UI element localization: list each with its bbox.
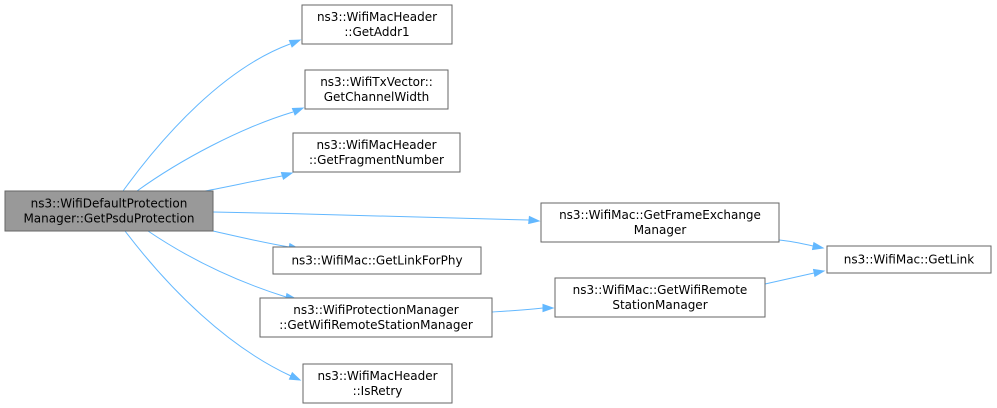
edge-line <box>212 211 530 221</box>
node-getlinkforphy[interactable]: ns3::WifiMac::GetLinkForPhy <box>272 246 482 275</box>
node-label-line: ns3::WifiMac::GetWifiRemote <box>573 283 748 297</box>
node-isretry[interactable]: ns3::WifiMacHeader::IsRetry <box>302 363 453 404</box>
node-label-line: ns3::WifiMacHeader <box>317 369 437 383</box>
edge-line <box>491 307 544 313</box>
edge-arrowhead <box>812 268 826 278</box>
edge-arrowhead <box>288 39 302 48</box>
edge-line <box>136 111 294 192</box>
edge-root-to-getchannelwidth <box>136 107 305 192</box>
node-label-line: ns3::WifiDefaultProtection <box>31 197 188 211</box>
node-box <box>826 245 992 274</box>
node-label-line: ::GetFragmentNumber <box>309 153 444 167</box>
edge-line <box>204 175 283 192</box>
node-label-line: Manager <box>634 223 687 237</box>
edges-layer <box>122 39 826 381</box>
edge-root-to-getframeexchangemanager <box>212 211 541 225</box>
node-box <box>292 132 461 173</box>
node-label-line: ::GetAddr1 <box>344 25 409 39</box>
node-label-line: ns3::WifiMacHeader <box>316 138 436 152</box>
edge-root-to-isretry <box>124 230 302 381</box>
node-box <box>4 190 214 232</box>
edge-line <box>124 230 292 377</box>
node-getchannelwidth[interactable]: ns3::WifiTxVector::GetChannelWidth <box>304 69 449 110</box>
node-box <box>540 202 780 243</box>
node-label-line: ns3::WifiMac::GetLink <box>844 253 974 267</box>
edge-arrowhead <box>542 303 555 313</box>
node-getwifiremotestationmanager-mac[interactable]: ns3::WifiMac::GetWifiRemoteStationManage… <box>554 277 766 318</box>
node-label-line: ns3::WifiMac::GetFrameExchange <box>559 208 761 222</box>
node-box <box>301 4 453 45</box>
node-box <box>304 69 449 110</box>
node-label-line: ns3::WifiTxVector:: <box>320 75 433 89</box>
node-label-line: Manager::GetPsduProtection <box>23 212 194 226</box>
node-box <box>302 363 453 404</box>
edge-line <box>778 239 814 247</box>
edge-root-to-getfragmentnumber <box>204 171 294 192</box>
node-getfragmentnumber[interactable]: ns3::WifiMacHeader::GetFragmentNumber <box>292 132 461 173</box>
edge-line <box>764 272 815 285</box>
edge-getwifiremotestationmanager-mac-to-getlink <box>764 268 826 285</box>
node-label-line: ::GetWifiRemoteStationManager <box>279 318 473 332</box>
edge-arrowhead <box>528 215 541 225</box>
node-label-line: ns3::WifiMacHeader <box>317 10 437 24</box>
node-label-line: ns3::WifiProtectionManager <box>293 303 458 317</box>
node-label-line: ns3::WifiMac::GetLinkForPhy <box>291 254 462 268</box>
node-getaddr1[interactable]: ns3::WifiMacHeader::GetAddr1 <box>301 4 453 45</box>
node-box <box>554 277 766 318</box>
edge-root-to-getaddr1 <box>122 39 302 192</box>
edge-getwifiremotestationmanager-prot-to-getwifiremotestationmanager-mac <box>491 303 555 313</box>
nodes-layer: ns3::WifiDefaultProtectionManager::GetPs… <box>4 4 992 404</box>
edge-arrowhead <box>811 241 825 251</box>
node-box <box>272 246 482 275</box>
node-label-line: GetChannelWidth <box>324 90 430 104</box>
node-label-line: StationManager <box>612 298 707 312</box>
edge-line <box>212 230 290 248</box>
edge-arrowhead <box>288 371 302 381</box>
edge-line <box>147 230 287 298</box>
edge-arrowhead <box>291 107 305 116</box>
edge-line <box>122 43 291 192</box>
edge-arrowhead <box>280 171 294 181</box>
node-getwifiremotestationmanager-prot[interactable]: ns3::WifiProtectionManager::GetWifiRemot… <box>259 297 493 338</box>
node-label-line: ::IsRetry <box>353 384 403 398</box>
edge-getframeexchangemanager-to-getlink <box>778 239 825 251</box>
node-getlink[interactable]: ns3::WifiMac::GetLink <box>826 245 992 274</box>
node-root: ns3::WifiDefaultProtectionManager::GetPs… <box>4 190 214 232</box>
node-box <box>259 297 493 338</box>
